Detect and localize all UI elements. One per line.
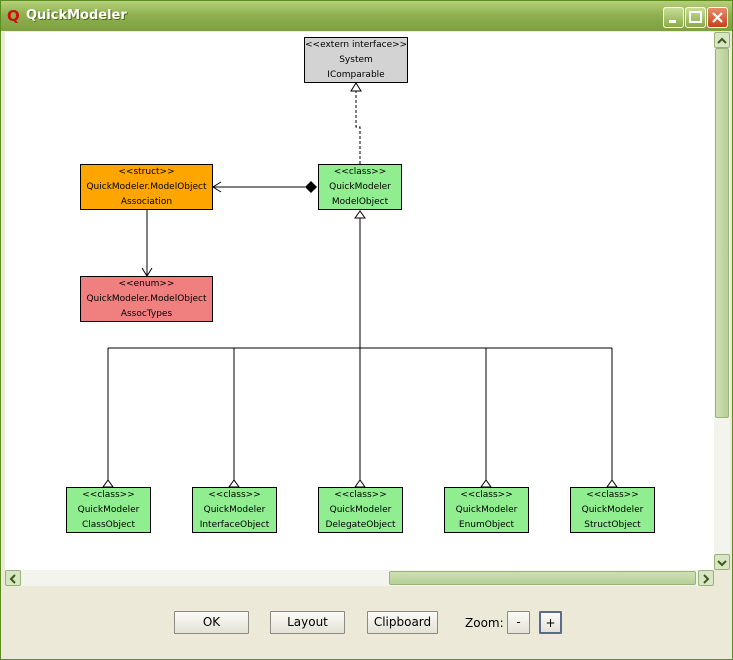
diagram-canvas[interactable]: <<extern interface>> System IComparable … xyxy=(5,32,714,570)
node-stereotype: <<struct>> xyxy=(118,167,175,177)
node-namespace: QuickModeler xyxy=(77,505,140,515)
maximize-button[interactable] xyxy=(685,7,706,28)
vertical-scroll-thumb[interactable] xyxy=(715,48,729,418)
node-name: ClassObject xyxy=(82,520,135,530)
composition-arrowhead xyxy=(212,181,222,193)
zoom-in-button[interactable]: + xyxy=(539,611,562,634)
node-stereotype: <<extern interface>> xyxy=(305,40,408,50)
chevron-down-icon xyxy=(717,560,727,567)
minimize-icon xyxy=(669,20,676,23)
node-interface-object[interactable]: <<class>> QuickModeler InterfaceObject xyxy=(192,487,277,533)
minimize-button[interactable] xyxy=(663,7,684,28)
chevron-up-icon xyxy=(717,37,727,44)
node-system-icomparable[interactable]: <<extern interface>> System IComparable xyxy=(304,37,408,83)
node-namespace: QuickModeler.ModelObject xyxy=(86,294,207,304)
node-name: EnumObject xyxy=(458,520,515,530)
horizontal-scroll-thumb[interactable] xyxy=(389,571,696,585)
ok-button[interactable]: OK xyxy=(174,611,249,634)
node-namespace: QuickModeler.ModelObject xyxy=(86,182,207,192)
horizontal-scrollbar[interactable] xyxy=(5,570,714,586)
node-namespace: QuickModeler xyxy=(329,182,391,192)
node-namespace: System xyxy=(339,55,373,65)
node-name: InterfaceObject xyxy=(199,520,270,530)
clipboard-button[interactable]: Clipboard xyxy=(367,611,438,634)
inheritance-arrowhead-struct xyxy=(606,479,618,488)
maximize-icon xyxy=(689,11,702,23)
node-name: StructObject xyxy=(584,520,641,530)
node-name: DelegateObject xyxy=(325,520,396,530)
node-stereotype: <<class>> xyxy=(586,490,639,500)
node-stereotype: <<class>> xyxy=(82,490,135,500)
window-title: QuickModeler xyxy=(26,8,127,23)
close-icon xyxy=(712,12,723,23)
node-name: Association xyxy=(120,197,173,207)
node-namespace: QuickModeler xyxy=(329,505,392,515)
node-stereotype: <<class>> xyxy=(333,167,387,177)
zoom-out-button[interactable]: - xyxy=(507,611,530,634)
scroll-right-button[interactable] xyxy=(698,570,714,586)
node-name: AssocTypes xyxy=(120,309,173,319)
connector-lines xyxy=(102,82,618,488)
node-model-object[interactable]: <<class>> QuickModeler ModelObject xyxy=(318,164,402,210)
node-association[interactable]: <<struct>> QuickModeler.ModelObject Asso… xyxy=(80,164,213,210)
inheritance-arrowhead-interface xyxy=(228,479,240,488)
chevron-left-icon xyxy=(9,574,16,584)
node-assoc-types[interactable]: <<enum>> QuickModeler.ModelObject AssocT… xyxy=(80,276,213,322)
node-delegate-object[interactable]: <<class>> QuickModeler DelegateObject xyxy=(318,487,403,533)
node-name: IComparable xyxy=(327,70,385,80)
inheritance-arrowhead-enum xyxy=(480,479,492,488)
node-namespace: QuickModeler xyxy=(455,505,518,515)
node-stereotype: <<enum>> xyxy=(118,279,175,289)
scroll-up-button[interactable] xyxy=(714,32,730,48)
vertical-scrollbar[interactable] xyxy=(714,32,730,570)
zoom-label: Zoom: xyxy=(465,616,504,630)
chevron-right-icon xyxy=(703,574,710,584)
button-bar: OK Layout Clipboard Zoom: - + xyxy=(1,587,732,659)
node-enum-object[interactable]: <<class>> QuickModeler EnumObject xyxy=(444,487,529,533)
realization-line xyxy=(355,89,361,164)
node-namespace: QuickModeler xyxy=(203,505,266,515)
node-stereotype: <<class>> xyxy=(460,490,513,500)
scroll-left-button[interactable] xyxy=(5,570,21,586)
inheritance-arrowhead-delegate xyxy=(354,479,366,488)
close-button[interactable] xyxy=(707,7,728,28)
app-logo-icon: Q xyxy=(7,7,20,25)
node-stereotype: <<class>> xyxy=(334,490,387,500)
node-namespace: QuickModeler xyxy=(581,505,644,515)
title-bar[interactable]: Q QuickModeler xyxy=(1,1,732,31)
node-struct-object[interactable]: <<class>> QuickModeler StructObject xyxy=(570,487,655,533)
inheritance-arrowhead xyxy=(354,210,366,219)
composition-diamond xyxy=(305,181,317,193)
node-name: ModelObject xyxy=(331,197,389,207)
node-stereotype: <<class>> xyxy=(208,490,261,500)
layout-button[interactable]: Layout xyxy=(270,611,345,634)
scroll-down-button[interactable] xyxy=(714,554,730,570)
inheritance-arrowhead-class xyxy=(102,479,114,488)
node-class-object[interactable]: <<class>> QuickModeler ClassObject xyxy=(66,487,151,533)
realization-arrowhead xyxy=(350,82,362,92)
